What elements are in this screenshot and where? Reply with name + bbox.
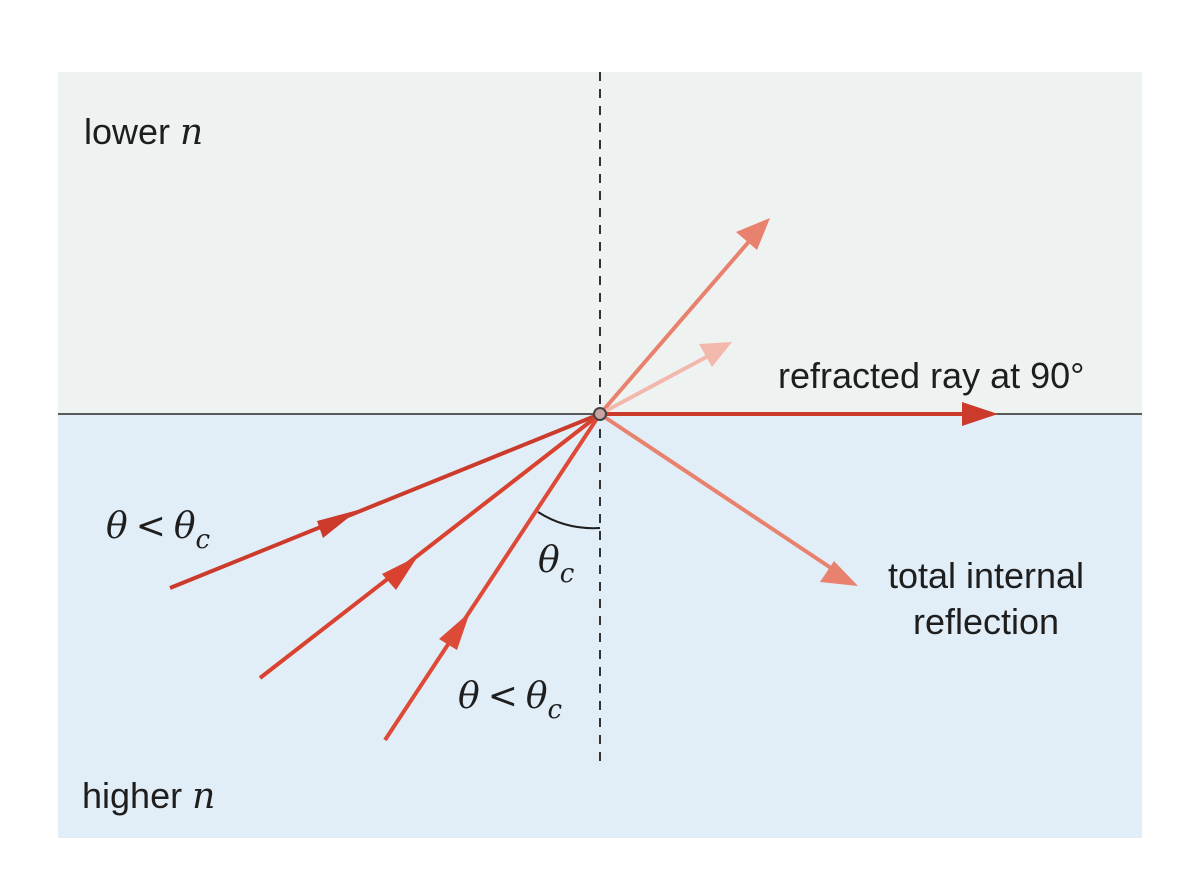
angle-condition-bottom: θ<θc [458,676,563,725]
angle-condition-left: θ<θc [106,506,211,555]
lower-medium-label: higher n [82,775,215,817]
incident-ray-1 [169,412,601,590]
reflected-ray [598,412,836,572]
upper-medium-label: lower n [84,111,203,153]
tir-label-line2: reflection [913,601,1059,642]
incident-ray-3 [383,412,602,742]
refracted-ray-steep-arrowhead [736,218,770,250]
refracted-ray-faint [599,352,713,416]
critical-angle-label: θc [538,540,575,589]
incident-ray-1-arrowhead [317,510,358,538]
incidence-point [593,407,607,421]
refracted-90-label: refracted ray at 90° [778,355,1085,396]
reflected-ray-arrowhead [820,561,858,586]
refracted-ray-steep [598,236,754,416]
incident-ray-2 [258,412,602,680]
incident-ray-2-arrowhead [382,556,418,590]
incident-ray-3-arrowhead [439,612,470,650]
refracted-ray-faint-arrowhead [699,342,732,367]
tir-label-line1: total internal [888,555,1084,596]
refracted-ray-90-arrowhead [962,402,998,426]
critical-angle-arc [537,511,601,530]
